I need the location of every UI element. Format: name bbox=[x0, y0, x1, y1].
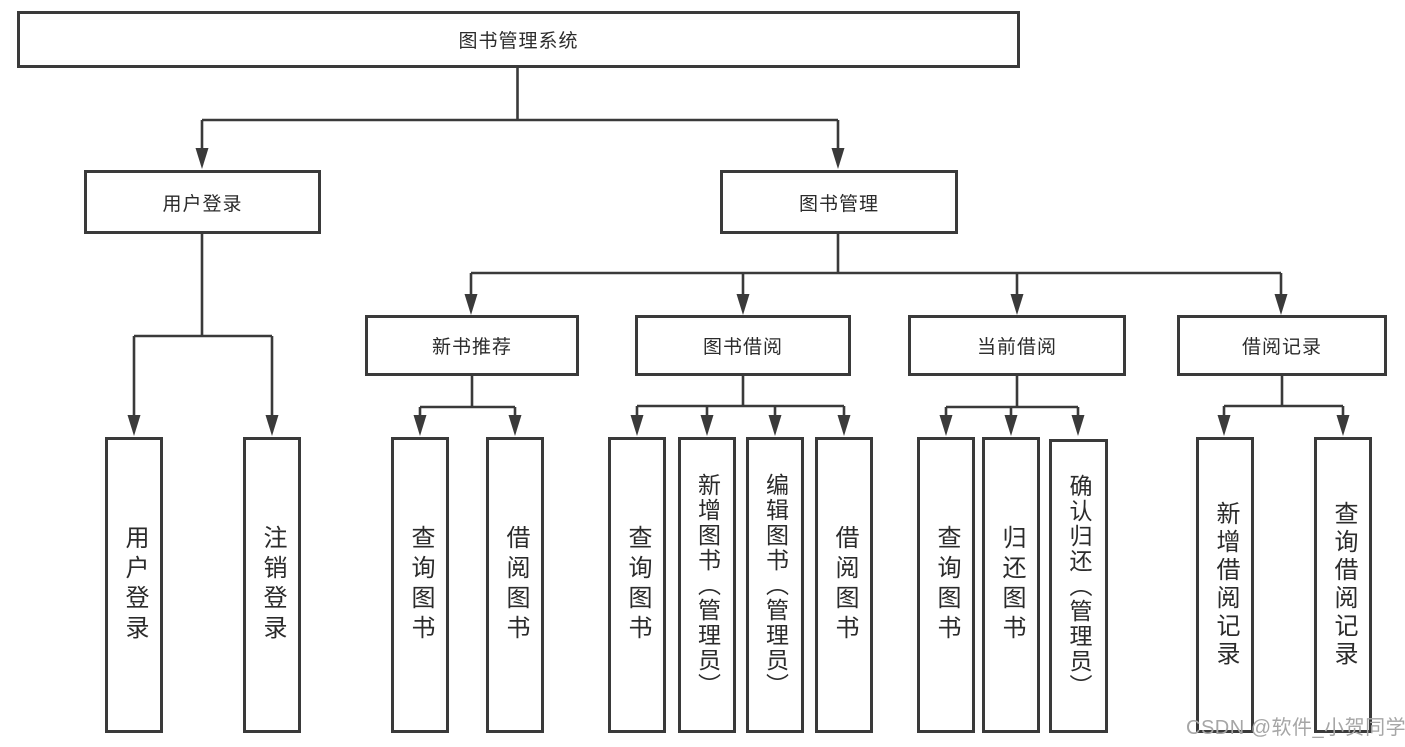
arrow-down-icon bbox=[265, 415, 279, 436]
leaf-query-books-current: 查询图书 bbox=[917, 437, 975, 733]
arrow-down-icon bbox=[768, 415, 782, 436]
arrow-down-icon bbox=[837, 415, 851, 436]
leaf-confirm-return-admin: 确认归还（管理员） bbox=[1049, 439, 1108, 733]
arrow-down-icon bbox=[1217, 415, 1231, 436]
arrow-down-icon bbox=[508, 415, 522, 436]
arrow-down-icon bbox=[939, 415, 953, 436]
arrow-down-icon bbox=[1010, 294, 1024, 315]
leaf-add-borrow-record: 新增借阅记录 bbox=[1196, 437, 1254, 733]
leaf-borrow-books-recommend: 借阅图书 bbox=[486, 437, 544, 733]
leaf-add-books-admin: 新增图书（管理员） bbox=[678, 437, 736, 733]
arrow-down-icon bbox=[413, 415, 427, 436]
node-new-book-recommend: 新书推荐 bbox=[365, 315, 579, 376]
leaf-query-books-borrowing: 查询图书 bbox=[608, 437, 666, 733]
leaf-user-login: 用户登录 bbox=[105, 437, 163, 733]
arrow-down-icon bbox=[464, 294, 478, 315]
node-current-borrowing: 当前借阅 bbox=[908, 315, 1126, 376]
leaf-return-books: 归还图书 bbox=[982, 437, 1040, 733]
node-book-borrowing: 图书借阅 bbox=[635, 315, 851, 376]
leaf-edit-books-admin: 编辑图书（管理员） bbox=[746, 437, 804, 733]
arrow-down-icon bbox=[195, 148, 209, 169]
arrow-down-icon bbox=[1274, 294, 1288, 315]
connector-path bbox=[132, 68, 1345, 418]
leaf-borrow-books: 借阅图书 bbox=[815, 437, 873, 733]
csdn-watermark: CSDN @软件_小贺同学 bbox=[1186, 717, 1405, 739]
arrow-down-icon bbox=[1336, 415, 1350, 436]
leaf-query-books-recommend: 查询图书 bbox=[391, 437, 449, 733]
arrow-down-icon bbox=[630, 415, 644, 436]
leaf-query-borrow-record: 查询借阅记录 bbox=[1314, 437, 1372, 733]
node-root-system: 图书管理系统 bbox=[17, 11, 1020, 68]
arrow-down-icon bbox=[1071, 415, 1085, 436]
arrow-down-icon bbox=[831, 148, 845, 169]
node-book-management-branch: 图书管理 bbox=[720, 170, 958, 234]
leaf-logout: 注销登录 bbox=[243, 437, 301, 733]
arrow-down-icon bbox=[736, 294, 750, 315]
arrow-down-icon bbox=[127, 415, 141, 436]
arrow-down-icon bbox=[700, 415, 714, 436]
arrowheads bbox=[127, 148, 1350, 436]
node-borrow-records: 借阅记录 bbox=[1177, 315, 1387, 376]
node-user-login-branch: 用户登录 bbox=[84, 170, 321, 234]
arrow-down-icon bbox=[1004, 415, 1018, 436]
